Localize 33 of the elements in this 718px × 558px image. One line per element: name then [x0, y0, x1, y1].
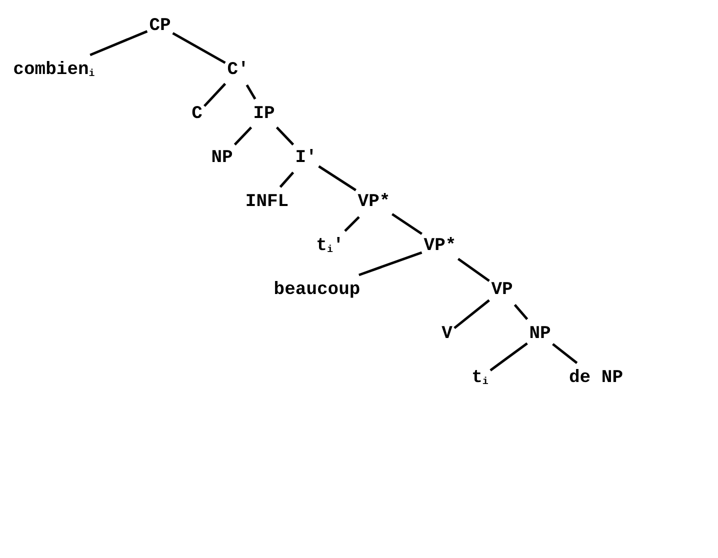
tree-node-label: de NP	[567, 363, 625, 393]
tree-node-label: CP	[147, 11, 173, 41]
tree-branch	[358, 251, 422, 276]
tree-node-label: t$_{i}$′	[314, 231, 346, 261]
tree-branch	[392, 213, 422, 235]
tree-branch	[514, 304, 528, 320]
tree-branch	[279, 172, 294, 188]
tree-node-label: V	[440, 319, 454, 349]
tree-branch	[234, 126, 252, 146]
tree-node-label: C	[190, 99, 204, 129]
tree-node-label: VP*	[422, 231, 458, 261]
tree-node-label: t$_{i}$	[470, 363, 490, 393]
tree-branch	[457, 258, 490, 282]
tree-branch	[90, 30, 148, 56]
tree-branch	[318, 165, 356, 192]
tree-branch	[276, 126, 294, 146]
tree-node-label: INFL	[243, 187, 291, 217]
tree-node-label: NP	[209, 143, 235, 173]
tree-branch	[204, 82, 226, 107]
tree-node-label: beaucoup	[272, 275, 362, 305]
tree-node-label: NP	[527, 319, 553, 349]
tree-node-label: I′	[293, 143, 319, 173]
tree-branch	[172, 32, 226, 64]
tree-node-label: VP*	[356, 187, 392, 217]
tree-node-label: VP	[489, 275, 515, 305]
tree-node-label: IP	[251, 99, 277, 129]
tree-branch	[490, 342, 528, 372]
tree-branch	[246, 84, 256, 100]
tree-node-label: C′	[225, 55, 251, 85]
tree-branch	[344, 216, 360, 232]
tree-node-label: combien$_{i}$	[11, 55, 97, 85]
tree-branch	[454, 299, 490, 330]
tree-branch	[552, 343, 578, 364]
